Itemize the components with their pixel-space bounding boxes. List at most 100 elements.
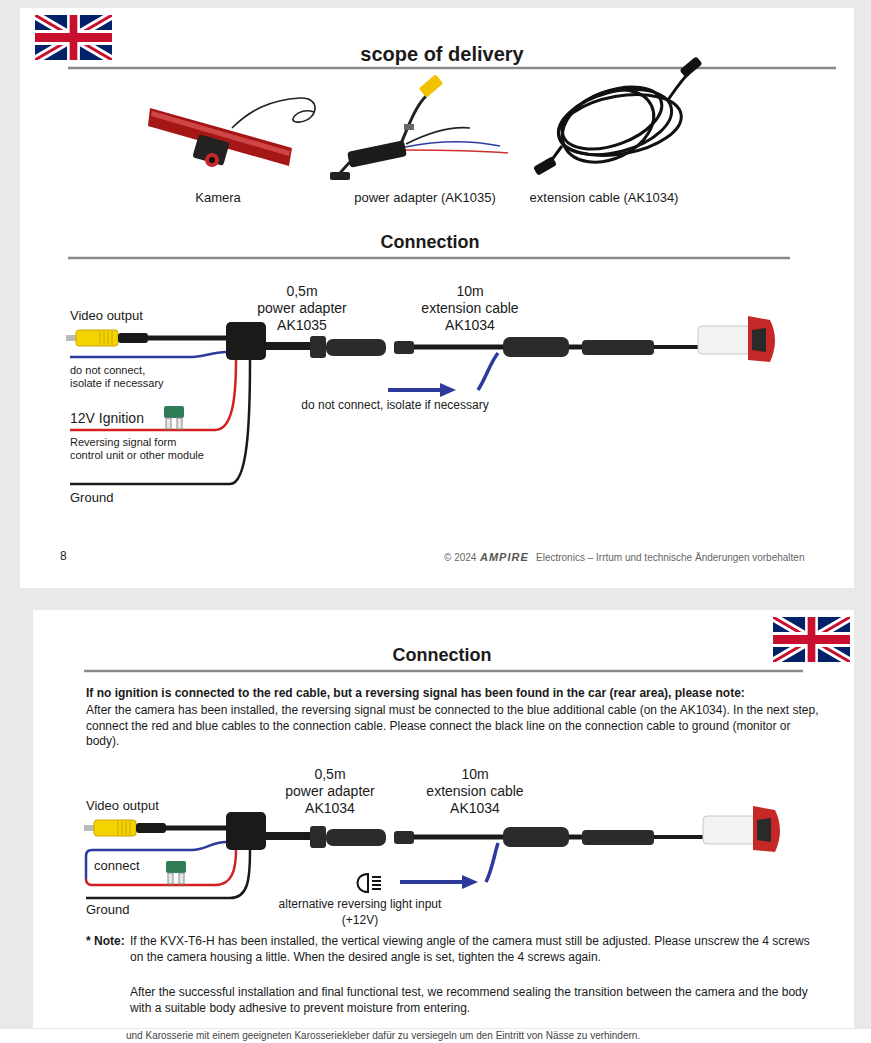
part-number: AK1035 (277, 317, 327, 334)
part-name: extension cable (421, 300, 518, 317)
part-name: power adapter (257, 300, 347, 317)
camera-photo (192, 134, 229, 166)
part-number: AK1034 (305, 800, 355, 817)
copyright: Electronics – Irrtum und technische Ände… (536, 552, 805, 564)
blue-branch (486, 843, 498, 882)
rear-camera (698, 326, 754, 354)
junction-box (226, 812, 266, 850)
junction-box (226, 322, 266, 360)
wire (86, 850, 236, 885)
instruction-text: After the camera has been installed, the… (86, 703, 826, 750)
rca-plug (84, 825, 94, 831)
page-card (0, 1029, 871, 1043)
part-number: AK1034 (450, 800, 500, 817)
brand-logo: AMPIRE (480, 551, 529, 564)
copyright: © 2024 (444, 552, 476, 564)
reversing-light-symbol (372, 877, 381, 889)
page-card (33, 610, 854, 1028)
fuse-symbol (166, 861, 186, 873)
power-adapter-photo (419, 74, 444, 97)
uk-flag (773, 617, 850, 662)
cable-chain (414, 345, 505, 350)
cropped-text: und Karosserie mit einem geeigneten Karo… (126, 1030, 640, 1042)
note-marker: * Note: (86, 934, 125, 948)
power-adapter-photo (405, 150, 508, 153)
product-caption: Kamera (195, 190, 241, 206)
rear-camera (703, 816, 759, 844)
extension-cable-photo (551, 76, 666, 176)
page-card (20, 8, 854, 588)
camera-photo (148, 98, 315, 167)
fuse-symbol (179, 873, 184, 884)
fuse-symbol (166, 418, 171, 429)
note-heading: If no ignition is connected to the red c… (86, 686, 846, 700)
uk-flag (35, 15, 112, 60)
power-adapter-photo (400, 96, 426, 146)
rca-plug (118, 333, 148, 343)
wire (70, 360, 236, 430)
heading-rule (68, 68, 836, 671)
rca-plug (94, 820, 136, 836)
cable-chain (569, 835, 584, 840)
wire (70, 360, 250, 484)
wiring-note: do not connect, isolate if necessary (301, 398, 488, 412)
cable-length: 0,5m (286, 283, 317, 300)
cable-chain (582, 340, 654, 355)
rear-camera (753, 806, 780, 852)
wiring-note: Reversing signal form control unit or ot… (70, 436, 210, 462)
cable-chain (266, 342, 312, 350)
section-heading: Connection (381, 232, 480, 254)
cable-length: 10m (456, 283, 483, 300)
cable-chain (414, 835, 505, 840)
uk-flag (35, 15, 112, 60)
signal-name: connect (94, 858, 140, 874)
wiring-note: do not connect, isolate if necessary (70, 364, 180, 390)
cable-chain (266, 336, 700, 358)
cable-chain (326, 829, 386, 846)
wire (70, 352, 250, 484)
heading-rule (68, 67, 836, 70)
cable-chain (310, 336, 326, 358)
rca-plug (100, 331, 112, 345)
reversing-light-symbol (358, 874, 382, 892)
uk-flag (35, 15, 112, 60)
wire (70, 352, 226, 357)
fuse-symbol (164, 406, 184, 429)
camera-photo (209, 157, 215, 163)
reversing-light-symbol (358, 874, 369, 892)
fuse-symbol (166, 861, 186, 884)
wire (86, 842, 226, 879)
uk-flag (773, 617, 850, 662)
note-text: After the successful installation and fi… (130, 985, 820, 1016)
signal-name: Video output (86, 798, 159, 814)
power-adapter-photo (405, 142, 500, 147)
blue-branch (478, 353, 498, 390)
cable-length: 0,5m (314, 766, 345, 783)
power-adapter-photo (347, 140, 407, 168)
blue-branch (388, 353, 498, 397)
heading-rule (68, 257, 790, 260)
rca-plug (166, 826, 230, 831)
rca-plug (136, 823, 166, 833)
signal-name: Video output (70, 308, 143, 324)
fuse-symbol (164, 406, 184, 418)
wiring-note: alternative reversing light input (+12V) (273, 897, 448, 928)
extension-cable-photo (554, 86, 686, 165)
rca-plug (76, 330, 118, 346)
cable-chain (582, 830, 654, 845)
cable-chain (326, 339, 386, 356)
cable-chain (394, 831, 414, 844)
cable-chain (654, 345, 700, 349)
extension-cable-photo (668, 74, 688, 100)
uk-flag (773, 617, 850, 662)
cable-chain (310, 826, 326, 848)
signal-name: Ground (86, 902, 129, 918)
page-number: 8 (60, 549, 67, 563)
cable-chain (654, 835, 705, 839)
part-name: extension cable (426, 783, 523, 800)
wire (86, 850, 250, 898)
blue-branch (440, 383, 456, 397)
rca-plug (66, 330, 230, 346)
power-adapter-photo (404, 124, 414, 130)
